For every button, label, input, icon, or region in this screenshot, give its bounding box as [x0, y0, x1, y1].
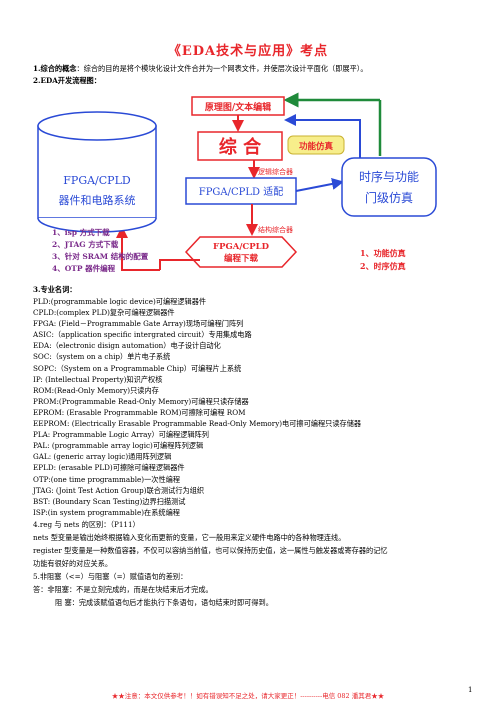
item-5: 5.非阻塞（<=）与阻塞（=）赋值语句的差别： — [33, 572, 188, 581]
term-item: SOPC:（System on a Programmable Chip）可编程片… — [33, 363, 242, 373]
fitter-box: FPGA/CPLD 适配 — [185, 177, 297, 205]
intro-item-2: 2.EDA开发流程图： — [33, 76, 101, 85]
page-footer: ★★注意：本文仅供参考！！如有错误知不足之处，请大家更正！----------电… — [111, 692, 385, 700]
term-item: BST: (Boundary Scan Testing)边界扫描测试 — [33, 496, 186, 506]
answer-2: 阻 塞：完成该赋值语句后才能执行下条语句，语句结束时即可得到。 — [55, 598, 273, 607]
schematic-edit-box: 原理图/文本编辑 — [191, 96, 285, 116]
left-note-3: 3、针对 SRAM 结构的配置 — [52, 251, 149, 261]
eda-flow-diagram: 原理图/文本编辑 综 合 功能仿真 逻辑综合器 FPGA/CPLD 适配 结构综… — [37, 92, 437, 273]
download-line1: FPGA/CPLD — [213, 242, 270, 252]
term-item: EPLD: (erasable PLD)可擦除可编程逻辑器件 — [33, 463, 185, 473]
left-notes: 1、isp 方式下载 2、JTAG 方式下载 3、针对 SRAM 结构的配置 4… — [52, 227, 149, 273]
term-item: GAL: (generic array logic)通用阵列逻辑 — [33, 452, 172, 462]
term-item: ROM:(Read-Only Memory)只读内存 — [33, 385, 159, 395]
nets-text: nets 型变量是输出始终根据输入变化而更新的变量，它一般用来定义硬件电路中的各… — [33, 533, 346, 542]
left-note-1: 1、isp 方式下载 — [52, 227, 110, 237]
timing-line1: 时序与功能 — [359, 169, 419, 184]
func-sim-badge: 功能仿真 — [287, 135, 345, 155]
timing-line2: 门级仿真 — [365, 190, 413, 205]
term-item: CPLD:(complex PLD)复杂可编程逻辑器件 — [33, 308, 175, 318]
right-notes: 1、功能仿真 2、时序仿真 — [360, 248, 406, 271]
page-title: 《EDA技术与应用》考点 — [167, 44, 329, 59]
download-line2: 编程下载 — [224, 253, 259, 264]
system-cylinder: FPGA/CPLD 器件和电路系统 — [37, 111, 157, 233]
fitter-label: FPGA/CPLD 适配 — [199, 186, 283, 198]
left-note-4: 4、OTP 器件编程 — [52, 263, 116, 273]
system-line2: 器件和电路系统 — [59, 194, 136, 207]
term-item: PROM:(Programmable Read-Only Memory)可编程只… — [33, 396, 249, 406]
struct-synth-label: 结构综合器 — [258, 225, 293, 234]
term-item: EDA:（electronic disign automation）电子设计自动… — [33, 341, 221, 351]
right-note-2: 2、时序仿真 — [360, 261, 406, 271]
term-item: FPGA: (Field－Programmable Gate Array)现场可… — [33, 319, 244, 329]
term-item: OTP:(one time programmable)一次性编程 — [33, 474, 181, 484]
term-item: EEPROM: (Electrically Erasable Programma… — [33, 419, 362, 429]
timing-sim-box: 时序与功能 门级仿真 — [341, 157, 437, 217]
section-3-heading: 3.专业名词： — [33, 285, 77, 294]
term-item: SOC:（system on a chip）单片电子系统 — [33, 352, 171, 362]
term-item: EPROM: (Erasable Programmable ROM)可擦除可编程… — [33, 407, 246, 417]
terms-list: PLD:(programmable logic device)可编程逻辑器件 C… — [33, 296, 473, 518]
term-item: PLD:(programmable logic device)可编程逻辑器件 — [33, 297, 207, 306]
schematic-label: 原理图/文本编辑 — [205, 101, 271, 113]
term-item: IP: (Intellectual Property)知识产权核 — [33, 374, 163, 384]
right-note-1: 1、功能仿真 — [360, 248, 406, 258]
func-sim-label: 功能仿真 — [299, 141, 334, 152]
answer-1: 答：非阻塞：不是立刻完成的，而是在块结束后才完成。 — [33, 585, 213, 594]
term-item: ISP:(in system programmable)在系统编程 — [33, 507, 180, 517]
term-item: PAL: (programmable array logic)可编程阵列逻辑 — [33, 441, 204, 451]
download-box: FPGA/CPLD 编程下载 — [184, 236, 298, 268]
synthesis-label: 综 合 — [219, 136, 262, 158]
register-line-1: register 型变量是一种数值容器，不仅可以容纳当前值，也可以保持历史值，这… — [33, 546, 388, 555]
register-line-2: 功能有很好的对应关系。 — [33, 559, 113, 568]
term-item: ASIC:（application specific intergrated c… — [33, 330, 252, 340]
item1-heading: 1.综合的概念 — [33, 64, 77, 73]
item1-body: ：综合的目的是将个模块化设计文件合并为一个网表文件，并使层次设计平面化（即展平）… — [76, 64, 368, 73]
term-item: PLA: Programmable Logic Array）可编程逻辑阵列 — [33, 430, 209, 440]
item-4: 4.reg 与 nets 的区别：（P111） — [33, 520, 140, 529]
intro-item-1: 1.综合的概念：综合的目的是将个模块化设计文件合并为一个网表文件，并使层次设计平… — [33, 64, 368, 73]
term-item: JTAG: (Joint Test Action Group)联合测试行为组织 — [33, 485, 205, 495]
logic-synth-label: 逻辑综合器 — [258, 167, 293, 176]
page-number: 1 — [468, 686, 473, 694]
system-line1: FPGA/CPLD — [63, 174, 131, 187]
synthesis-box: 综 合 — [197, 131, 283, 161]
left-note-2: 2、JTAG 方式下载 — [52, 239, 119, 249]
